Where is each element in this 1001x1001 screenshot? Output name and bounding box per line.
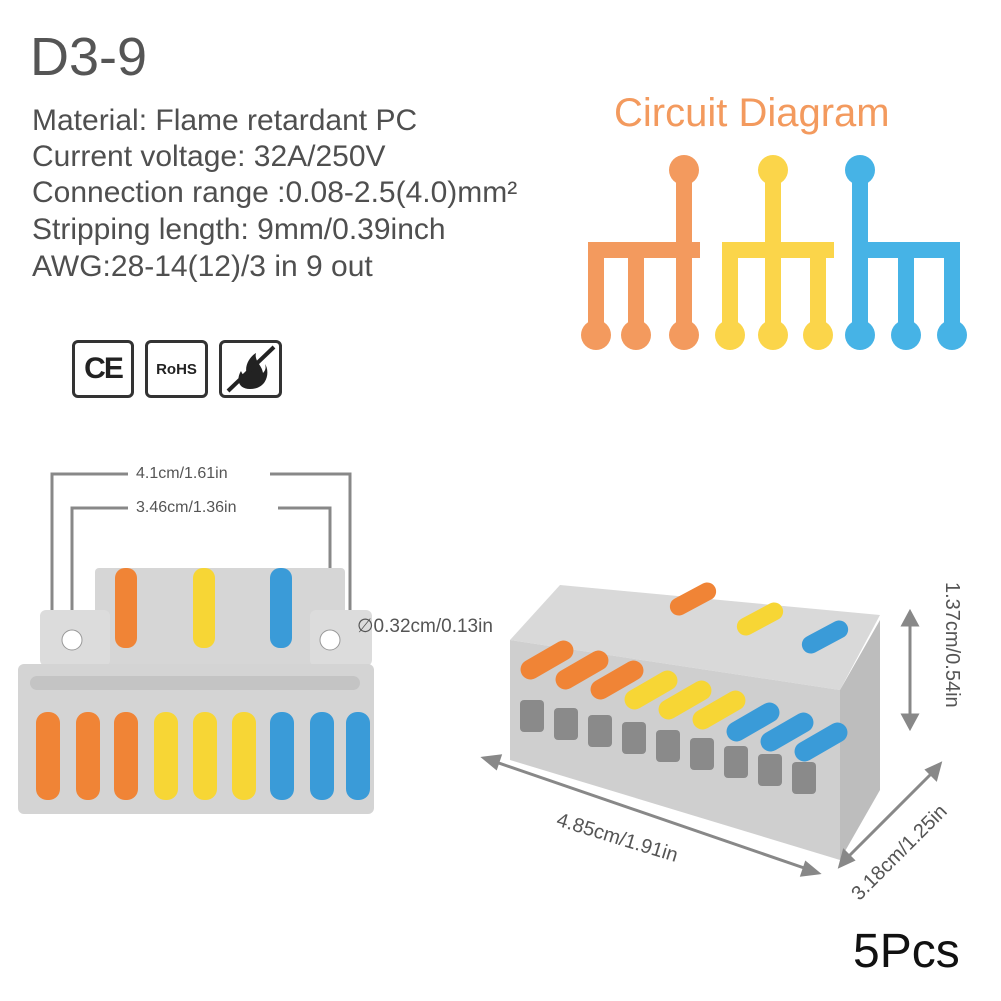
spec-stripping-length: Stripping length: 9mm/0.39inch <box>32 213 446 246</box>
front-right-hole <box>319 629 341 651</box>
front-left-hole <box>61 629 83 651</box>
ce-badge: CE <box>72 340 134 398</box>
model-title: D3-9 <box>30 27 148 87</box>
dimension-length: 4.85cm/1.91in <box>553 809 681 867</box>
dimension-width-outer: 4.1cm/1.61in <box>136 465 228 482</box>
spec-material: Material: Flame retardant PC <box>32 104 418 137</box>
spec-awg: AWG:28-14(12)/3 in 9 out <box>32 250 373 283</box>
spec-current-voltage: Current voltage: 32A/250V <box>32 140 386 173</box>
flame-retardant-icon <box>219 340 282 398</box>
quantity-label: 5Pcs <box>853 925 960 978</box>
front-bottom-levers <box>36 712 370 800</box>
front-left-ear <box>40 610 110 666</box>
rohs-badge: RoHS <box>145 340 208 398</box>
perspective-wire-slots <box>520 700 816 794</box>
spec-connection-range: Connection range :0.08-2.5(4.0)mm² <box>32 176 518 209</box>
circuit-diagram-title: Circuit Diagram <box>614 91 890 135</box>
circuit-blue <box>845 155 967 350</box>
dimension-height: 1.37cm/0.54in <box>941 582 963 708</box>
circuit-orange <box>581 155 700 350</box>
front-top-levers <box>115 568 292 648</box>
perspective-housing-top <box>510 585 880 690</box>
dimension-hole: ∅0.32cm/0.13in <box>357 616 493 637</box>
perspective-housing-side <box>840 620 880 860</box>
perspective-levers <box>520 582 849 762</box>
front-housing-top <box>95 568 345 668</box>
perspective-dimension-arrows <box>480 608 943 877</box>
dimension-depth: 3.18cm/1.25in <box>847 800 952 905</box>
dimension-width-inner: 3.46cm/1.36in <box>136 499 237 516</box>
circuit-yellow <box>715 155 834 350</box>
front-housing-main <box>18 664 374 814</box>
